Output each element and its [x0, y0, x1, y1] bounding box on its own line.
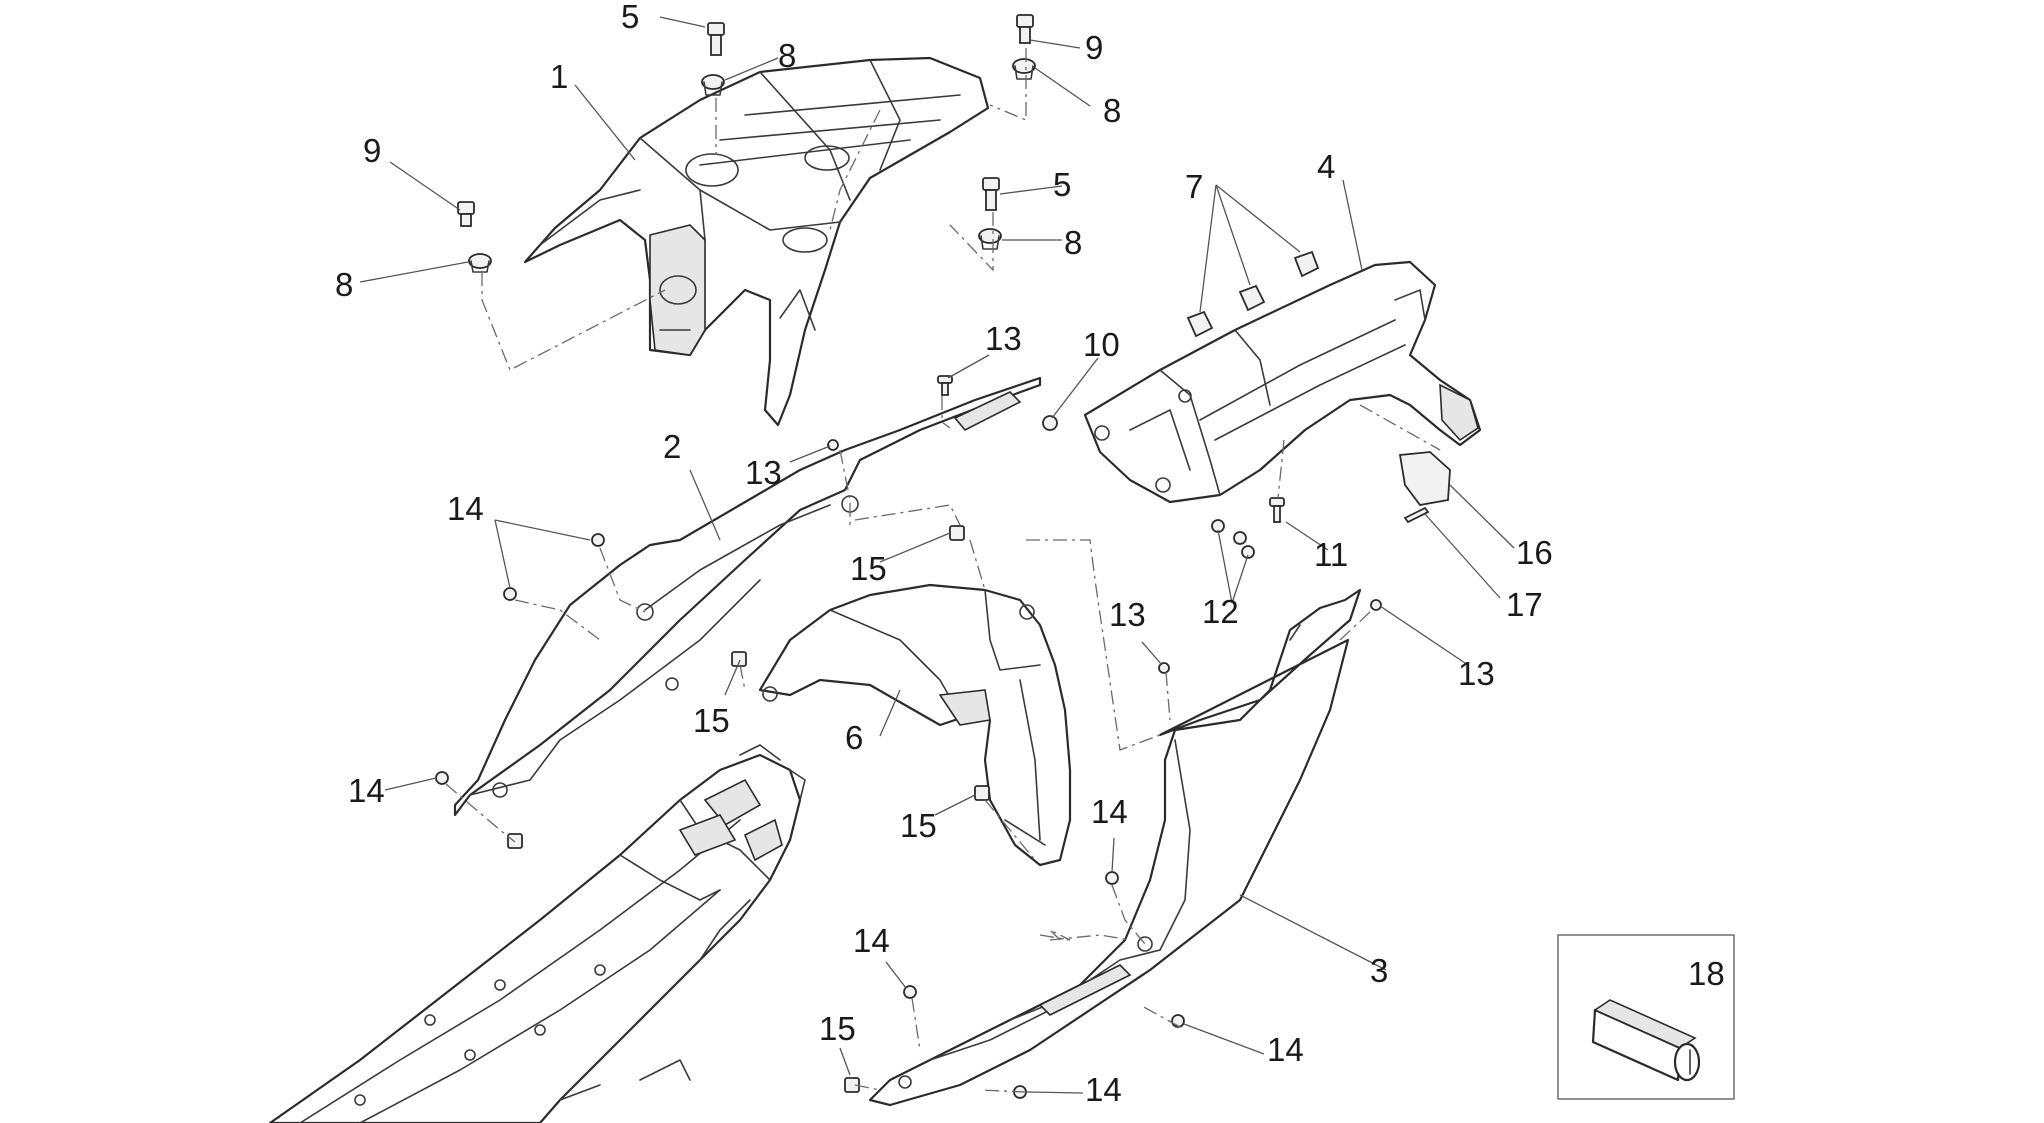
callout-5-top: 5	[621, 0, 639, 35]
callout-5-right: 5	[1053, 166, 1071, 203]
callout-17: 17	[1506, 586, 1543, 623]
callout-15-center: 15	[900, 807, 937, 844]
callout-12: 12	[1202, 593, 1239, 630]
callout-4: 4	[1317, 148, 1335, 185]
callout-15-top: 15	[850, 550, 887, 587]
screw-12-b	[1233, 531, 1247, 545]
callout-8-top: 8	[778, 37, 796, 74]
clip-7-a	[1186, 310, 1214, 338]
leader-lines	[359, 16, 1515, 1094]
callout-14-center: 14	[1091, 793, 1128, 830]
callout-15-bottom: 15	[819, 1010, 856, 1047]
grommet-8-c	[978, 228, 1002, 250]
bolt-5-right	[982, 177, 1000, 211]
clip-15-b	[731, 651, 747, 667]
callout-13-mid: 13	[745, 454, 782, 491]
callout-15-left: 15	[693, 702, 730, 739]
bolt-9-left	[457, 201, 475, 227]
callout-14-upper-left: 14	[447, 490, 484, 527]
screw-14-b	[503, 587, 517, 601]
clip-7-c	[1293, 250, 1320, 278]
grommet-8-d	[468, 253, 492, 273]
right-side-cover-part	[868, 588, 1362, 1107]
screw-14-a	[591, 533, 605, 547]
callout-9-top: 9	[1085, 29, 1103, 66]
callout-14-left: 14	[348, 772, 385, 809]
clip-15-e	[507, 833, 523, 849]
screw-11	[1269, 497, 1285, 523]
callout-13-top: 13	[985, 320, 1022, 357]
callout-11: 11	[1314, 536, 1348, 573]
clip-15-c	[974, 785, 990, 801]
callout-13-right: 13	[1458, 655, 1495, 692]
screw-13-d	[1370, 599, 1382, 611]
bolt-9-top	[1016, 14, 1034, 44]
callout-10: 10	[1083, 326, 1120, 363]
clip-15-d	[844, 1077, 860, 1093]
screw-17	[1403, 506, 1430, 524]
bolt-5-top	[707, 22, 725, 56]
screw-14-e	[903, 985, 917, 999]
callout-8-right-top: 8	[1103, 92, 1121, 129]
grommet-8-a	[701, 74, 725, 96]
clip-7-b	[1238, 284, 1266, 312]
screw-13-b	[827, 439, 839, 451]
screw-13-a	[937, 375, 953, 396]
assembly-lines	[445, 48, 1441, 1093]
plate-16	[1398, 451, 1451, 506]
clip-15-a	[949, 525, 965, 541]
callout-16: 16	[1516, 534, 1553, 571]
callout-13-right-mid: 13	[1109, 596, 1146, 633]
grommet-8-b	[1012, 58, 1036, 80]
screw-14-d	[1105, 871, 1119, 885]
callout-14-bottom: 14	[1085, 1071, 1122, 1108]
callout-18: 18	[1688, 955, 1725, 992]
luggage-rack-part	[523, 56, 990, 427]
inner-fender-part	[758, 583, 1072, 867]
callout-3: 3	[1370, 952, 1388, 989]
callout-2: 2	[663, 428, 681, 465]
screw-14-c	[435, 771, 449, 785]
nut-10	[1042, 415, 1058, 431]
callout-8-right: 8	[1064, 224, 1082, 261]
rear-mudguard-part	[1083, 260, 1482, 504]
callout-labels: 1 2 3 4 5 5 6 7 8 8 8 8 9 9 10 11 12 13 …	[335, 0, 1725, 1108]
fasteners	[435, 14, 1451, 1099]
screw-13-c	[1158, 662, 1170, 674]
rear-subframe	[268, 744, 806, 1123]
callout-6: 6	[845, 719, 863, 756]
callout-14-lower-left: 14	[853, 922, 890, 959]
callout-1: 1	[550, 58, 568, 95]
callout-7: 7	[1185, 168, 1203, 205]
callout-9-left: 9	[363, 132, 381, 169]
left-side-panel-part	[453, 376, 1042, 817]
callout-8-left: 8	[335, 266, 353, 303]
screw-12-c	[1241, 545, 1255, 559]
callout-14-lower-right: 14	[1267, 1031, 1304, 1068]
inset-box-18	[1557, 934, 1735, 1100]
